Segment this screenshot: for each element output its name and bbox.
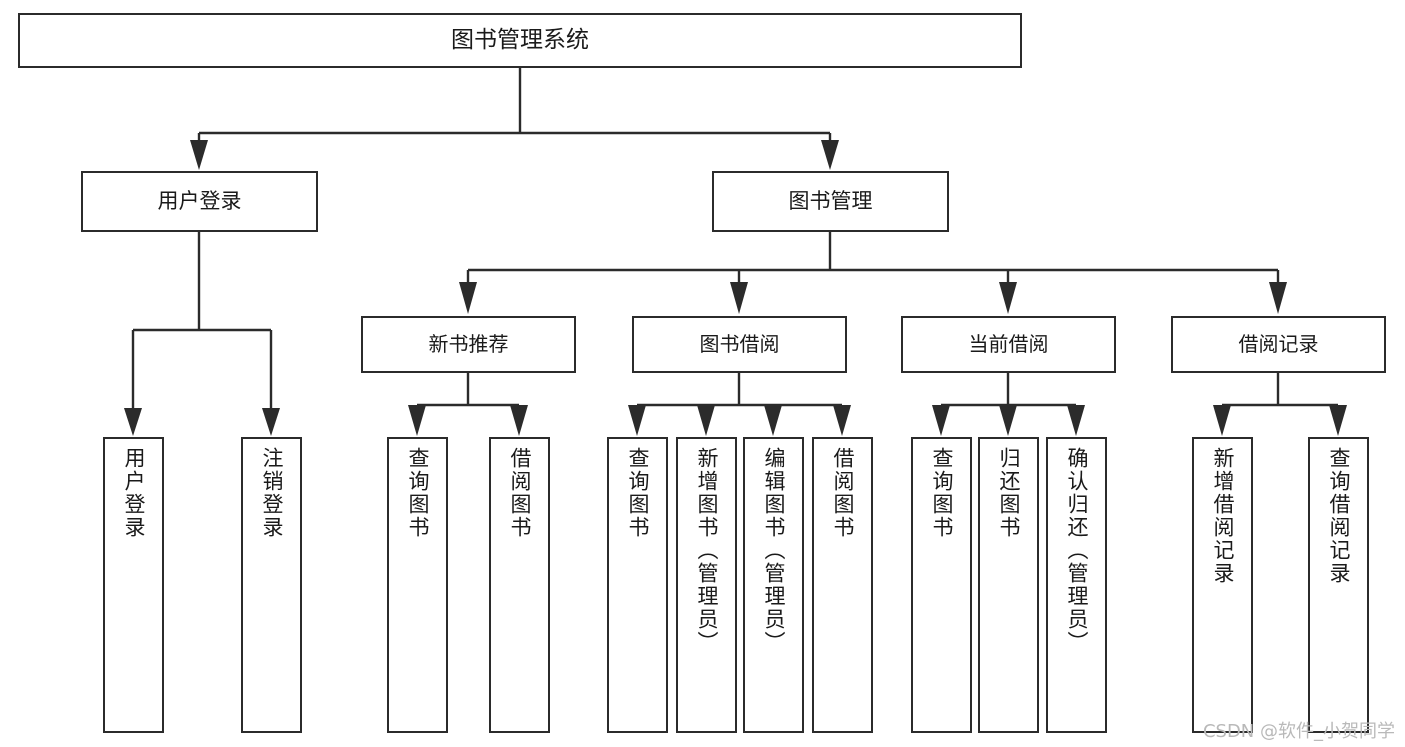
- leaf-add-book-admin[interactable]: 新增图书（管理员）: [676, 437, 737, 733]
- leaf-borrow-book-recommend[interactable]: 借阅图书: [489, 437, 550, 733]
- leaf-edit-book-admin[interactable]: 编辑图书（管理员）: [743, 437, 804, 733]
- node-label: 用户登录: [122, 447, 146, 539]
- arrow-head-user-login: [190, 140, 208, 170]
- node-root-book-management-system[interactable]: 图书管理系统: [18, 13, 1022, 68]
- arrow-head-new-book-recommend: [459, 282, 477, 314]
- arrow-head-borrow-record: [1269, 282, 1287, 314]
- node-label: 图书管理: [788, 189, 873, 214]
- node-label: 归还图书: [997, 447, 1021, 539]
- leaf-return-book[interactable]: 归还图书: [978, 437, 1039, 733]
- node-label: 确认归还（管理员）: [1065, 447, 1089, 654]
- leaf-query-book-borrow[interactable]: 查询图书: [607, 437, 668, 733]
- node-label: 查询图书: [930, 447, 954, 539]
- node-book-borrow[interactable]: 图书借阅: [632, 316, 847, 373]
- node-current-borrow[interactable]: 当前借阅: [901, 316, 1116, 373]
- arrow-head-leaf-logout: [262, 408, 280, 436]
- arrow-head-bb-c2: [697, 405, 715, 436]
- arrow-head-nbr-c1: [408, 405, 426, 436]
- arrow-head-bb-c3: [764, 405, 782, 436]
- node-book-management[interactable]: 图书管理: [712, 171, 949, 232]
- arrow-head-book-borrow: [730, 282, 748, 314]
- node-label: 借阅记录: [1238, 331, 1319, 356]
- node-label: 新增借阅记录: [1211, 447, 1235, 585]
- arrow-head-br-c1: [1213, 405, 1231, 436]
- node-label: 新书推荐: [428, 331, 509, 356]
- node-label: 注销登录: [260, 447, 284, 539]
- node-label: 查询图书: [626, 447, 650, 539]
- node-label: 查询图书: [406, 447, 430, 539]
- arrow-head-bb-c4: [833, 405, 851, 436]
- node-label: 编辑图书（管理员）: [762, 447, 786, 654]
- leaf-query-book-current[interactable]: 查询图书: [911, 437, 972, 733]
- leaf-user-login[interactable]: 用户登录: [103, 437, 164, 733]
- arrow-head-br-c2: [1329, 405, 1347, 436]
- arrow-head-nbr-c2: [510, 405, 528, 436]
- leaf-query-book-recommend[interactable]: 查询图书: [387, 437, 448, 733]
- node-new-book-recommend[interactable]: 新书推荐: [361, 316, 576, 373]
- arrow-head-leaf-user-login: [124, 408, 142, 436]
- node-label: 图书管理系统: [451, 26, 589, 53]
- leaf-query-borrow-record[interactable]: 查询借阅记录: [1308, 437, 1369, 733]
- leaf-borrow-book[interactable]: 借阅图书: [812, 437, 873, 733]
- arrow-head-current-borrow: [999, 282, 1017, 314]
- node-label: 当前借阅: [968, 331, 1049, 356]
- node-user-login[interactable]: 用户登录: [81, 171, 318, 232]
- arrow-head-cb-c1: [932, 405, 950, 436]
- node-label: 用户登录: [157, 189, 242, 214]
- arrow-head-cb-c2: [999, 405, 1017, 436]
- leaf-confirm-return-admin[interactable]: 确认归还（管理员）: [1046, 437, 1107, 733]
- watermark-text: CSDN @软件_小贺同学: [1202, 721, 1395, 742]
- node-label: 图书借阅: [699, 331, 780, 356]
- leaf-add-borrow-record[interactable]: 新增借阅记录: [1192, 437, 1253, 733]
- node-borrow-record[interactable]: 借阅记录: [1171, 316, 1386, 373]
- leaf-logout[interactable]: 注销登录: [241, 437, 302, 733]
- node-label: 新增图书（管理员）: [695, 447, 719, 654]
- arrow-head-cb-c3: [1067, 405, 1085, 436]
- arrow-head-book-manage: [821, 140, 839, 170]
- node-label: 查询借阅记录: [1327, 447, 1351, 585]
- node-label: 借阅图书: [831, 447, 855, 539]
- arrow-head-bb-c1: [628, 405, 646, 436]
- node-label: 借阅图书: [508, 447, 532, 539]
